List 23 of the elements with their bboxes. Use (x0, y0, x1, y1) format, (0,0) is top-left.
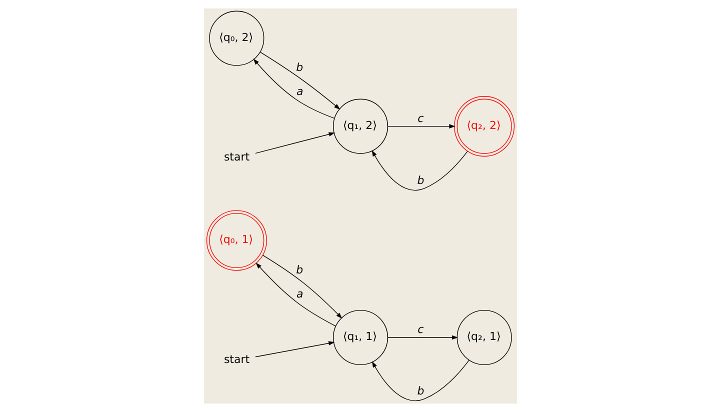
arrow (255, 262, 336, 326)
node-circle: ⟨q₁, 1⟩ (332, 310, 388, 366)
arrow (252, 58, 334, 119)
arrow (259, 52, 340, 110)
arrow (371, 360, 469, 402)
node-circle: ⟨q₂, 1⟩ (456, 310, 512, 366)
arrow (386, 124, 455, 128)
edge-label: b (296, 61, 303, 74)
edge-label: b (416, 174, 424, 187)
edge-label: b (296, 263, 303, 276)
arrow (262, 254, 342, 319)
node-circle: ⟨q₂, 2⟩ (454, 96, 514, 157)
node-text: start (223, 352, 250, 366)
arrow (371, 150, 468, 191)
edge-label: c (417, 323, 424, 336)
arrow (386, 335, 458, 340)
edge-label: a (296, 287, 303, 300)
edge-label: c (417, 112, 424, 126)
node-text: start (223, 150, 250, 164)
edge-label: b (416, 384, 424, 398)
arrow (254, 341, 334, 358)
edge-label: a (296, 85, 303, 98)
arrow (254, 132, 334, 154)
